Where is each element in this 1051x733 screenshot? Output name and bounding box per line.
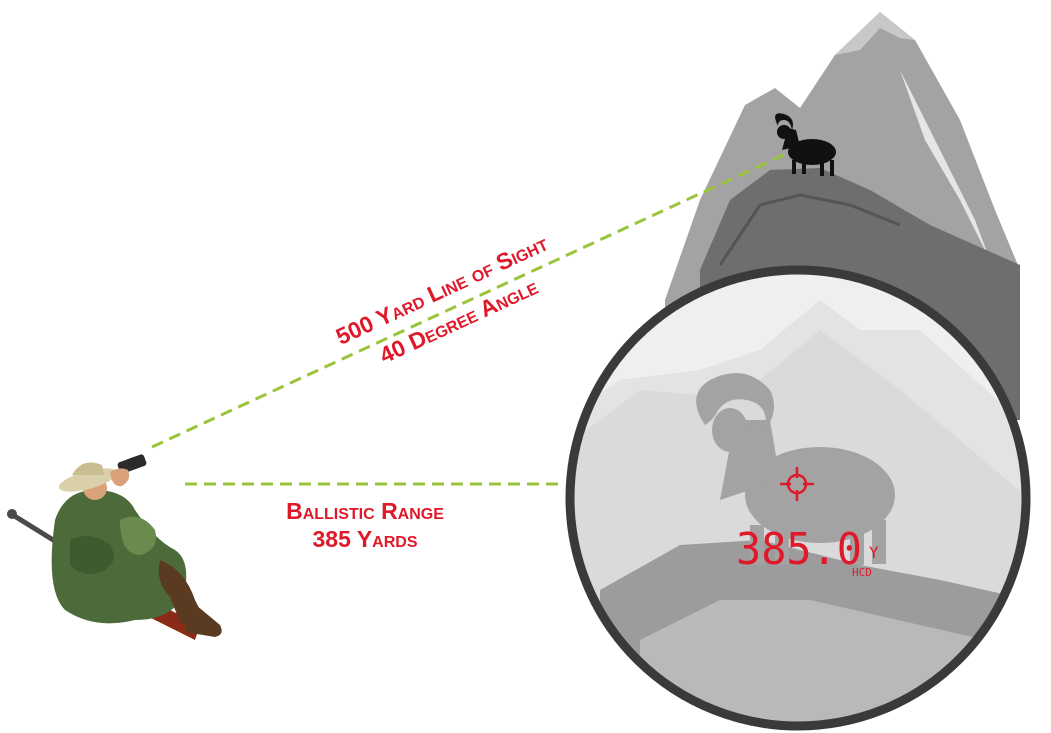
range-mode: HCD [852,566,872,579]
binoculars-icon [110,454,147,487]
scope-goat-silhouette-icon [696,372,895,565]
line-of-sight-dashes [151,150,791,449]
range-readout: 385.0 [736,524,862,575]
range-unit: Y [869,543,879,562]
hunter-illustration [6,454,222,640]
crosshair-reticle-icon [780,467,814,501]
ballistic-range-value: 385 Yards [312,526,417,552]
goat-silhouette-icon [775,113,836,176]
ballistic-range-title: Ballistic Range [286,498,444,524]
scope-view [565,265,1031,731]
